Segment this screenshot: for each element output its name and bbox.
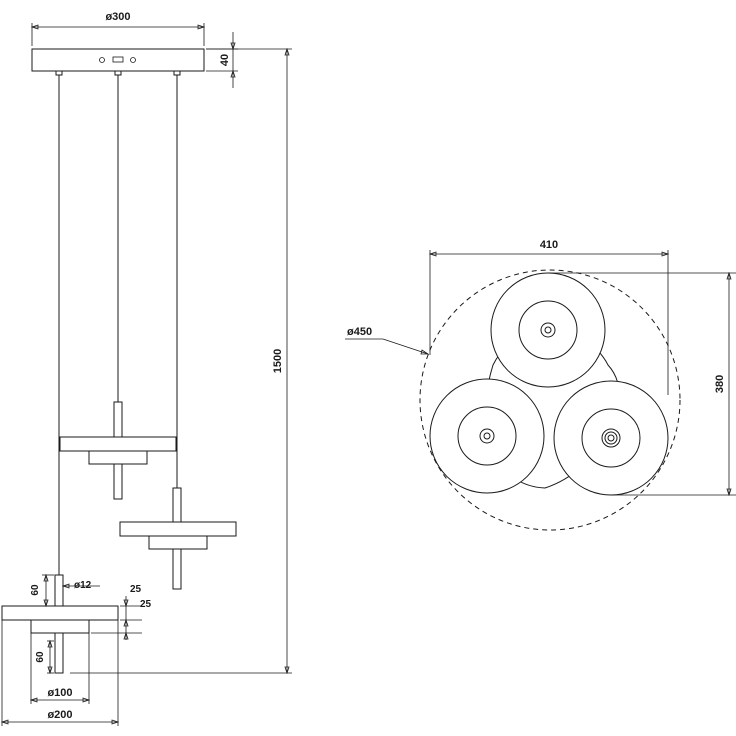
disc-gap-label: 25 <box>140 599 152 610</box>
cable-diameter-label: ø12 <box>74 580 92 591</box>
pendant-middle-disc <box>119 521 237 537</box>
overall-width-label: 410 <box>540 239 558 251</box>
pendant-upper-disc <box>59 436 177 452</box>
canopy-height-label: 40 <box>219 54 231 66</box>
lamp-right-rod-inner <box>607 434 615 442</box>
dim-rod-height: 60 <box>30 573 54 608</box>
pendant-upper-rod <box>113 401 123 438</box>
lamp-left-rod-outer <box>479 428 495 444</box>
overall-height-label: 1500 <box>272 349 284 373</box>
dim-disc-thickness: 25 25 <box>91 584 152 640</box>
pendant-middle-rod <box>172 487 182 523</box>
outer-dashed-circle <box>419 269 681 531</box>
canopy-diameter-label: ø300 <box>105 11 130 23</box>
dim-shade-diameter: ø100 <box>29 633 91 704</box>
overall-depth-label: 380 <box>714 375 726 393</box>
pendant-middle-lower-rod <box>172 548 182 590</box>
lamp-right-disc <box>553 380 669 496</box>
lamp-left-rod-inner <box>483 432 491 440</box>
lamp-top-rod-outer <box>540 322 556 338</box>
dim-disc-diameter: ø200 <box>0 620 120 726</box>
dim-overall-height: 1500 <box>70 47 292 675</box>
ceiling-canopy <box>31 48 205 72</box>
lamp-right-shade <box>581 408 641 468</box>
cable-anchor-2 <box>114 70 122 76</box>
lower-rod-height-label: 60 <box>35 651 46 663</box>
pendant-lower-disc <box>1 605 119 621</box>
lamp-top-rod-inner <box>544 326 552 334</box>
cable-anchor-1 <box>55 70 63 76</box>
canopy-screw-right <box>130 57 136 63</box>
dim-overall-width: 410 <box>428 239 670 395</box>
dim-circle-diameter: ø450 <box>345 326 430 355</box>
canopy-screw-left <box>99 57 105 63</box>
dim-canopy-diameter: ø300 <box>30 11 206 46</box>
top-view: 410 380 ø450 <box>345 239 736 531</box>
canopy-connector <box>112 56 124 63</box>
cable-anchor-3 <box>173 70 181 76</box>
lamp-top <box>490 272 606 388</box>
pendant-middle <box>119 487 237 590</box>
dim-lower-rod-height: 60 <box>35 639 54 675</box>
dim-canopy-height: 40 <box>206 32 238 88</box>
pendant-upper-shade <box>88 450 148 465</box>
lamp-top-shade <box>518 300 578 360</box>
pendant-upper-lower-rod <box>113 463 123 500</box>
side-view: ø300 40 1500 60 <box>0 11 292 726</box>
shade-diameter-label: ø100 <box>47 687 72 699</box>
circle-diameter-label: ø450 <box>347 326 372 338</box>
pendant-lower <box>1 574 119 674</box>
lamp-right-rod-mid <box>604 431 618 445</box>
rod-height-label: 60 <box>30 584 41 596</box>
disc-diameter-label: ø200 <box>47 709 72 721</box>
lamp-left-disc <box>429 378 545 494</box>
pendant-lower-shade <box>30 619 90 634</box>
dim-cable-diameter: ø12 <box>61 580 100 591</box>
lamp-top-disc <box>490 272 606 388</box>
dim-overall-depth: 380 <box>548 271 736 497</box>
lamp-right-rod-outer <box>601 428 621 448</box>
pendant-lower-rod <box>54 574 64 607</box>
pendant-middle-shade <box>148 535 208 550</box>
lamp-left-shade <box>457 406 517 466</box>
pendant-upper <box>59 401 177 500</box>
lamp-left <box>429 378 545 494</box>
pendant-lower-lower-rod <box>54 632 64 674</box>
disc-thickness-label: 25 <box>130 584 142 595</box>
lamp-right <box>553 380 669 496</box>
